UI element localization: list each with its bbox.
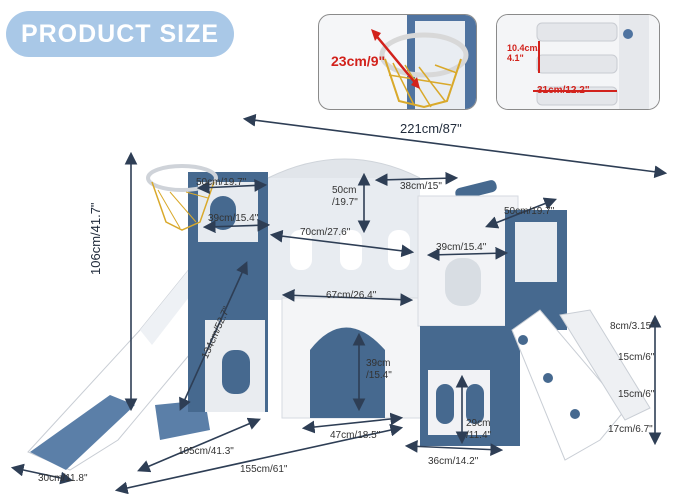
arch-height-label: 39cm /15.4" (366, 358, 392, 381)
overall-height-label: 106cm/41.7" (88, 202, 103, 275)
slide-run-label: 105cm/41.3" (178, 446, 234, 457)
hoop-tower-width-label: 50cm/19.7" (196, 177, 247, 188)
page-title: PRODUCT SIZE (20, 19, 220, 48)
door-height-label: 29cm /11.4" (466, 418, 492, 441)
ladder-top-label: 8cm/3.15" (610, 321, 655, 332)
ladder-step-height-label: 10.4cm/ 4.1" (507, 43, 541, 63)
ladder-bottom-label: 17cm/6.7" (608, 424, 653, 435)
dimension-lines (10, 113, 668, 494)
base-length-label: 155cm/61" (240, 464, 288, 475)
arch-width-label: 47cm/18.5" (330, 430, 381, 441)
product-size-badge: PRODUCT SIZE (6, 11, 234, 57)
ladder-detail-illustration (497, 15, 659, 109)
right-tower-width-label: 50cm/19.7" (504, 206, 555, 217)
overall-length-label: 221cm/87" (400, 121, 462, 136)
door-width-label: 36cm/14.2" (428, 456, 479, 467)
center-roof-depth-label: 38cm/15" (400, 181, 442, 192)
hoop-detail-inset: 23cm/9" (318, 14, 477, 110)
ladder-step-width-label: 31cm/12.2" (537, 85, 590, 96)
right-tower-depth-label: 39cm/15.4" (436, 242, 487, 253)
ladder-step1-label: 15cm/6" (618, 352, 655, 363)
ladder (511, 309, 651, 461)
deck-length-label: 67cm/26.4" (326, 290, 377, 301)
hoop-detail-illustration (371, 15, 476, 109)
hoop-diameter-label: 23cm/9" (331, 53, 386, 69)
hoop-tower-depth-label: 39cm/15.4" (208, 213, 259, 224)
ladder-detail-inset: 10.4cm/ 4.1" 31cm/12.2" (496, 14, 660, 110)
center-roof-width-label: 70cm/27.6" (300, 227, 351, 238)
center-height-label: 50cm /19.7" (332, 185, 358, 208)
ladder-step2-label: 15cm/6" (618, 389, 655, 400)
slide-width-label: 30cm/11.8" (38, 473, 88, 484)
